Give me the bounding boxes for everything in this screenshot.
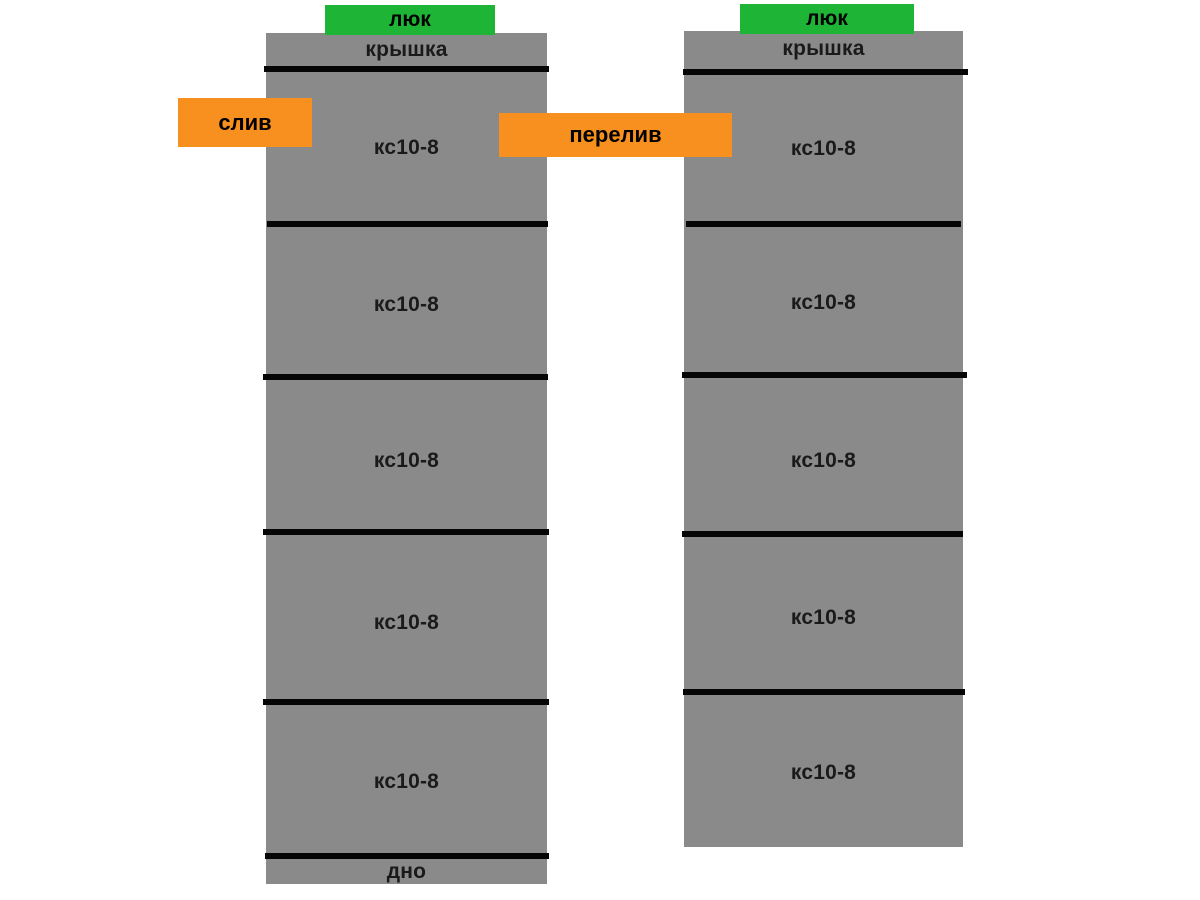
- right-well-ring-1: кс10-8: [684, 73, 963, 224]
- left-well-ring-5: кс10-8: [266, 708, 547, 856]
- overflow-pipe-label: перелив: [569, 122, 662, 147]
- right-well-joint-2: [682, 372, 967, 378]
- left-well-joint-bottom: [265, 853, 549, 859]
- right-well-ring-1-label: кс10-8: [790, 136, 857, 160]
- right-well-joint-1: [686, 221, 961, 227]
- left-well-ring-3: кс10-8: [266, 384, 547, 537]
- right-well-ring-5-label: кс10-8: [790, 760, 857, 784]
- left-well-ring-1-label: кс10-8: [373, 135, 440, 159]
- left-well-bottom-label: дно: [386, 859, 427, 883]
- left-well-cover-label-row: крышка: [266, 33, 547, 66]
- left-well-ring-2-label: кс10-8: [373, 292, 440, 316]
- right-well-joint-4: [683, 689, 965, 695]
- left-well-ring-3-label: кс10-8: [373, 448, 440, 472]
- left-well-ring-1: кс10-8: [266, 72, 547, 223]
- left-well-joint-1: [267, 221, 548, 227]
- left-well-bottom-label-row: дно: [266, 859, 547, 884]
- left-well-shaft: крышка кс10-8 кс10-8 кс10-8 кс10-8 кс10-…: [266, 33, 547, 884]
- left-well-ring-4: кс10-8: [266, 541, 547, 704]
- right-well-cover-label: крышка: [782, 37, 865, 60]
- right-well-ring-2: кс10-8: [684, 229, 963, 377]
- right-well-joint-cover: [683, 69, 968, 75]
- right-well-ring-3: кс10-8: [684, 383, 963, 538]
- left-well-ring-2: кс10-8: [266, 229, 547, 380]
- left-well-joint-3: [263, 529, 549, 535]
- right-well-cover-label-row: крышка: [684, 31, 963, 67]
- left-well-hatch[interactable]: люк: [325, 5, 495, 35]
- left-well-joint-cover: [264, 66, 549, 72]
- left-well-joint-2: [263, 374, 548, 380]
- drain-pipe-label: слив: [218, 109, 272, 135]
- right-well-shaft: крышка кс10-8 кс10-8 кс10-8 кс10-8 кс10-…: [684, 31, 963, 847]
- right-well-ring-4: кс10-8: [684, 544, 963, 692]
- drain-pipe[interactable]: слив: [178, 98, 312, 147]
- left-well-ring-4-label: кс10-8: [373, 610, 440, 634]
- left-well-joint-4: [263, 699, 549, 705]
- right-well-ring-4-label: кс10-8: [790, 606, 857, 629]
- right-well-hatch-label: люк: [806, 7, 848, 30]
- right-well-hatch[interactable]: люк: [740, 4, 914, 34]
- right-well-joint-3: [682, 531, 963, 537]
- left-well-hatch-label: люк: [389, 8, 431, 31]
- right-well-ring-3-label: кс10-8: [790, 448, 857, 472]
- overflow-pipe[interactable]: перелив: [499, 113, 732, 157]
- left-well-cover-label: крышка: [365, 37, 448, 61]
- left-well-ring-5-label: кс10-8: [373, 770, 440, 793]
- right-well-ring-2-label: кс10-8: [790, 291, 857, 314]
- right-well-ring-5: кс10-8: [684, 698, 963, 847]
